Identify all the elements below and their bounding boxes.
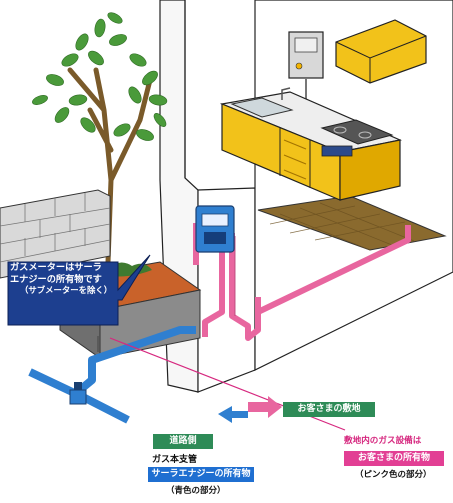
- callout-line-3: （サブメーターを除く）: [20, 285, 113, 295]
- main-pipe-note: （青色の部分）: [166, 486, 226, 496]
- callout-line-1: ガスメーターはサーラ: [10, 262, 102, 273]
- range-hood-icon: [335, 19, 427, 84]
- inner-equipment-note: （ピンク色の部分）: [355, 470, 432, 480]
- main-pipe-owner-badge: サーラエナジーの所有物: [148, 467, 254, 482]
- callout-line-2: エナジーの所有物です: [10, 273, 102, 285]
- inner-equipment-title: 敷地内のガス設備は: [344, 436, 422, 446]
- customer-premises-label: お客さまの敷地: [283, 402, 375, 417]
- kitchen-sink-icon: [230, 87, 294, 118]
- road-side-label: 道路側: [153, 434, 213, 449]
- pipe-valve: [69, 382, 87, 405]
- arrow-left-icon: [218, 406, 248, 423]
- meter-ownership-callout: [7, 254, 151, 326]
- arrow-right-icon: [248, 396, 282, 418]
- tree-icon: [32, 12, 168, 265]
- block-wall: [0, 189, 111, 279]
- meter-ownership-text: ガスメーターはサーラ エナジーの所有物です （サブメーターを除く）: [10, 262, 126, 296]
- water-heater-icon: [288, 31, 324, 100]
- gas-stove-icon: [320, 119, 394, 157]
- inner-equipment-owner-badge: お客さまの所有物: [344, 451, 444, 466]
- gas-meter-icon: [195, 205, 235, 253]
- main-pipe-title: ガス本支管: [152, 455, 198, 465]
